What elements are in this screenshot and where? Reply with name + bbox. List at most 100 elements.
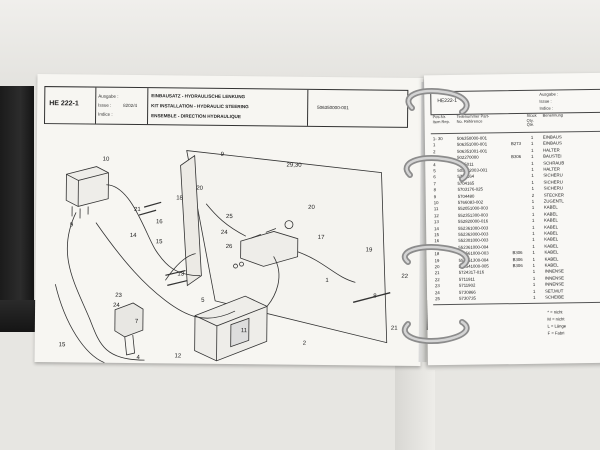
cell-pos: 6 (433, 174, 436, 180)
rp-issue-label-en: Issue : (539, 98, 552, 104)
cell-pos: 25 (435, 296, 440, 302)
legend-3: L = Länge (547, 323, 567, 329)
diagram-page: HE 222-1 Ausgabe : Issue : Indice : 8202… (34, 73, 424, 367)
col-pos: Pos-Nr. Item Rep. (432, 114, 451, 124)
svg-text:8: 8 (373, 294, 377, 300)
cell-code: B273 (510, 141, 522, 147)
cell-part: 552363000-003 (458, 231, 489, 237)
cell-qty: 1 (532, 256, 535, 262)
svg-text:7: 7 (135, 319, 139, 325)
cell-name: STECKER (543, 191, 564, 198)
cell-part: 5730866 (458, 289, 476, 295)
cell-part: 5704165 (457, 180, 475, 186)
cell-pos: 1 (432, 142, 436, 148)
cell-name: SICHERU (543, 185, 563, 191)
cell-pos: 3 (433, 155, 436, 161)
cell-pos: 22 (434, 276, 440, 283)
col-name: Benennung (542, 112, 564, 118)
cell-qty: 1 (531, 160, 534, 166)
cell-part: 502270000 (457, 154, 479, 161)
cell-part: 5703176-025 (457, 186, 483, 193)
parts-list-code: HE222-1 (437, 97, 458, 105)
legend-2: M = nicht (547, 316, 565, 322)
cell-name: SCHEIBE (545, 294, 565, 300)
cell-name: KABEL (544, 243, 559, 249)
svg-text:11: 11 (241, 328, 248, 334)
svg-text:10: 10 (103, 157, 110, 163)
cell-pos: 19 (434, 257, 440, 263)
cell-qty: 1 (533, 294, 536, 300)
cell-pos: 9 (433, 193, 437, 199)
cell-code: B306 (511, 154, 522, 160)
svg-text:15: 15 (59, 342, 66, 348)
cell-part: 5730735 (459, 295, 476, 301)
issue-value: 8202/4 (123, 102, 137, 109)
cell-pos: 12 (433, 212, 439, 219)
svg-text:24: 24 (221, 230, 228, 236)
cell-pos: 13 (433, 219, 439, 225)
svg-text:26: 26 (226, 244, 233, 250)
cell-qty: 1 (531, 166, 534, 172)
cell-name: SICHERU (543, 179, 563, 185)
cell-name: KABEL (543, 217, 558, 223)
svg-text:25: 25 (226, 214, 233, 220)
svg-text:29,30: 29,30 (287, 163, 303, 169)
svg-text:5: 5 (201, 298, 205, 304)
cell-qty: 1 (530, 141, 534, 147)
cell-part: 552820000-016 (457, 218, 489, 225)
binder-spine (0, 86, 34, 326)
cell-part: 506350000-001 (456, 135, 488, 141)
cell-pos: 24 (434, 289, 440, 295)
cell-qty: 1 (532, 243, 535, 249)
cell-qty: 1 (532, 237, 535, 243)
cell-part: 5704480 (457, 193, 475, 199)
table-row: 25 5730735 1 SCHEIBE (433, 294, 600, 303)
cell-qty: 1 (531, 198, 535, 204)
callout-labels: 10 9 14 15 16 21 18 20 9 29,30 20 25 24 … (59, 152, 409, 361)
issue-label-fr: Indice : (98, 111, 113, 117)
svg-text:21: 21 (391, 326, 398, 332)
svg-text:19: 19 (366, 247, 373, 253)
cell-part: 552301000-003 (458, 237, 489, 244)
cell-part: 5705011 (457, 161, 474, 167)
cell-code: B306 (512, 256, 523, 262)
svg-text:16: 16 (156, 219, 163, 225)
legend-1: * = nicht (547, 309, 563, 315)
cell-pos: 10 (433, 200, 439, 206)
cell-qty: 1 (532, 262, 536, 268)
cell-pos: 1- 30 (432, 136, 443, 142)
cell-qty: 1 (532, 288, 536, 294)
cell-name: SCHRAUB (543, 159, 565, 166)
title-de: EINBAUSATZ - HYDRAULISCHE LENKUNG (151, 93, 246, 100)
cell-name: KABEL (544, 230, 559, 236)
cell-qty: 1 (532, 224, 535, 230)
cell-qty: 1 (532, 230, 535, 236)
cell-qty: 1 (531, 205, 535, 211)
cell-name: HALTER (543, 147, 560, 153)
cell-pos: 20 (434, 264, 440, 270)
cell-qty: 2 (531, 192, 535, 198)
rp-issue-label-de: Ausgabe : (539, 91, 559, 97)
svg-text:20: 20 (308, 205, 315, 211)
cell-pos: 15 (434, 232, 440, 238)
svg-text:4: 4 (137, 355, 141, 361)
col-qty: Stück Qty. Qté. (526, 112, 537, 128)
cell-part: 506351000-001 (456, 141, 488, 148)
col-part: Teilenummer Part-No. Référence (456, 113, 490, 124)
cell-name: EINBAUS (542, 140, 562, 147)
cell-name: KABEL (543, 211, 558, 217)
cell-pos: 2 (433, 148, 436, 155)
cell-name: HALTER (543, 166, 560, 172)
parts-list-header: HE222-1 Ausgabe : Issue : Indice : (430, 88, 600, 116)
cell-name: SET,MUT (544, 288, 564, 294)
legend-4: F = Fabri (547, 330, 565, 336)
binder-page-edge (395, 360, 435, 450)
svg-text:2: 2 (303, 341, 307, 347)
cell-pos: 11 (433, 206, 439, 212)
cell-qty: 1 (532, 281, 536, 288)
cell-name: INNENSE (544, 275, 564, 281)
cell-qty: 1 (531, 179, 534, 185)
cell-part: 552541000-005 (458, 263, 489, 269)
page-header-table: HE 222-1 Ausgabe : Issue : Indice : 8202… (43, 86, 409, 128)
svg-text:22: 22 (401, 274, 408, 280)
